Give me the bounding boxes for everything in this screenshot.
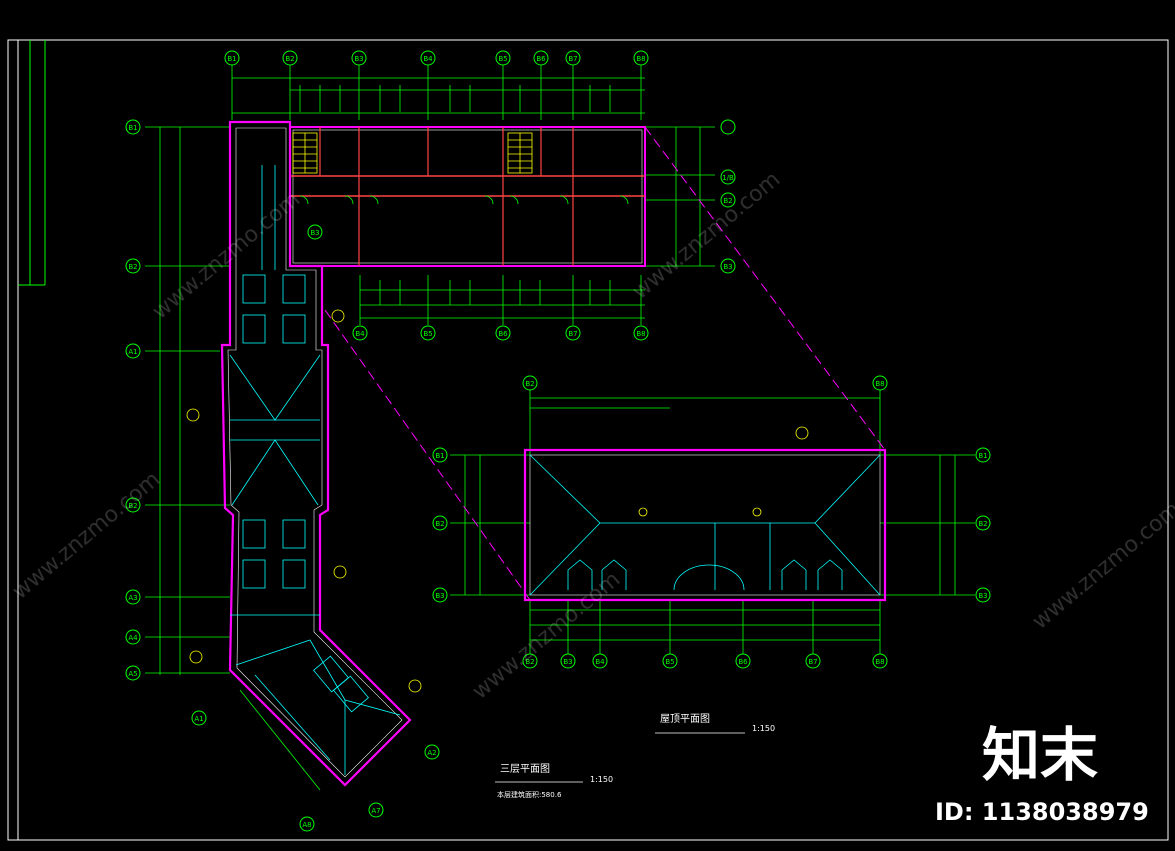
axis-label: B7 — [808, 658, 817, 666]
axis-label: B2 — [978, 520, 987, 528]
axis-label: B1 — [978, 452, 987, 460]
roof-plan-scale: 1:150 — [752, 724, 775, 733]
corridor-wing-walls — [220, 120, 412, 787]
axis-bubbles-right-upper — [720, 119, 736, 274]
axis-label: B2 — [128, 263, 137, 271]
axis-bubbles-top — [224, 50, 649, 66]
axis-label: B8 — [636, 330, 645, 338]
axis-bubbles-left — [125, 119, 141, 681]
level-markers — [186, 309, 809, 693]
axis-labels-right-upper: 1/B B2 B3 — [722, 174, 734, 271]
roof-plan-title-block: 屋顶平面图 1:150 — [655, 713, 775, 734]
axis-labels-angled: A1 A2 A8 A7 — [194, 715, 436, 829]
dimension-lines — [159, 77, 956, 791]
axis-label: B6 — [498, 330, 508, 338]
section-guide-lines — [324, 126, 886, 601]
axis-label: B1 — [227, 55, 236, 63]
axis-label: B4 — [423, 55, 433, 63]
sheet-frame — [7, 39, 1169, 841]
axis-label: A3 — [128, 594, 137, 602]
axis-label: B7 — [568, 55, 577, 63]
axis-label: B4 — [595, 658, 605, 666]
axis-labels-left: B1 B2 A1 B2 A3 A4 A5 — [128, 124, 138, 678]
corridor-roof-lines — [229, 165, 401, 775]
axis-label: B3 — [435, 592, 444, 600]
axis-label: B3 — [978, 592, 987, 600]
watermark-id: ID: 1138038979 — [935, 798, 1149, 826]
axis-labels-top: B1 B2 B3 B4 B5 B6 B7 B8 — [227, 55, 645, 63]
axis-label: B6 — [536, 55, 546, 63]
axis-label: A8 — [302, 821, 311, 829]
axis-label: B5 — [423, 330, 432, 338]
roof-axis-bubbles — [432, 375, 991, 669]
axis-label: A5 — [128, 670, 137, 678]
axis-label: B2 — [285, 55, 294, 63]
third-floor-plan-scale: 1:150 — [590, 775, 613, 784]
axis-label: 1/B — [722, 174, 734, 182]
axis-label: B2 — [435, 520, 444, 528]
axis-label: B7 — [568, 330, 577, 338]
third-floor-title-block: 三层平面图 1:150 本层建筑面积:580.6 — [495, 763, 613, 799]
door-swings — [299, 195, 629, 205]
axis-label: B2 — [525, 658, 534, 666]
axis-label: A1 — [194, 715, 203, 723]
watermark-logo: 知末 — [982, 721, 1098, 789]
axis-label: B2 — [723, 197, 732, 205]
roof-plan-drawing — [523, 448, 887, 602]
axis-label: A7 — [371, 807, 380, 815]
axis-label: B6 — [738, 658, 748, 666]
axis-label: B3 — [310, 229, 319, 237]
axis-label: B8 — [875, 658, 884, 666]
axis-label: B8 — [875, 380, 884, 388]
axis-label: B3 — [723, 263, 732, 271]
axis-label: A2 — [427, 749, 436, 757]
axis-label: B2 — [525, 380, 534, 388]
stairs — [292, 132, 533, 174]
third-floor-plan-title: 三层平面图 — [500, 763, 550, 775]
dimension-ticks — [145, 65, 975, 674]
axis-bubbles-angled — [191, 710, 440, 832]
roof-axis-labels: B2 B8 B2 B3 B4 B5 B6 B7 B8 B1 B2 B3 B1 B… — [435, 380, 987, 666]
axis-label: B2 — [128, 502, 137, 510]
axis-labels-bottom-upper: B3 B4 B5 B6 B7 B8 — [310, 229, 645, 338]
roof-plan-title: 屋顶平面图 — [660, 713, 710, 725]
floor-area-note: 本层建筑面积:580.6 — [497, 790, 562, 799]
upper-wing-walls — [289, 126, 646, 267]
axis-label: B1 — [435, 452, 444, 460]
axis-label: B3 — [354, 55, 363, 63]
axis-label: A4 — [128, 634, 138, 642]
axis-bubbles-bottom-upper — [307, 224, 649, 341]
axis-label: B4 — [355, 330, 365, 338]
axis-label: B5 — [665, 658, 674, 666]
axis-label: B8 — [636, 55, 645, 63]
axis-label: A1 — [128, 348, 137, 356]
axis-label: B1 — [128, 124, 137, 132]
axis-label: B5 — [498, 55, 507, 63]
axis-label: B3 — [563, 658, 572, 666]
